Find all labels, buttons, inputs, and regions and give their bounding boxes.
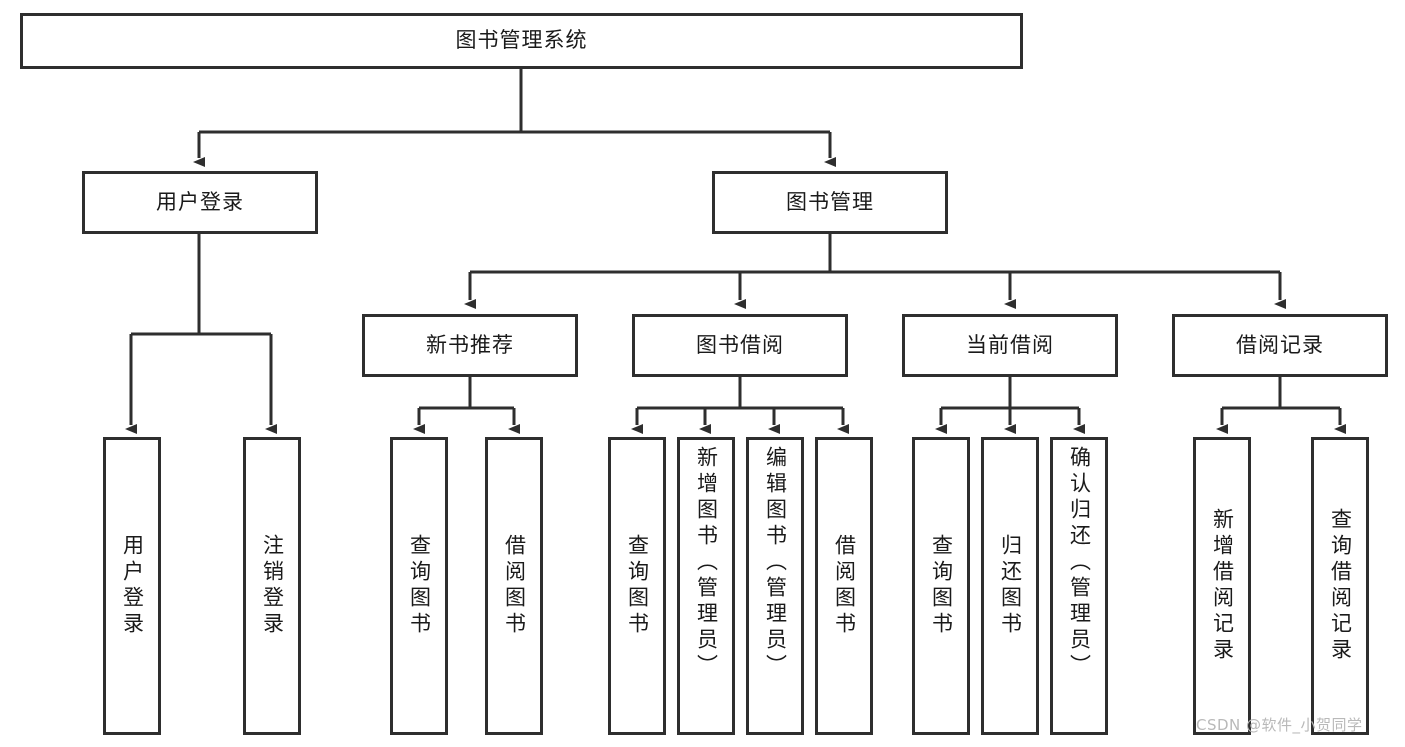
csdn-watermark: CSDN @软件_小贺同学	[1196, 716, 1363, 734]
leaf-book-borrow-query-books[interactable]: 查询图书	[608, 437, 666, 735]
leaf-borrow-record-add-record[interactable]: 新增借阅记录	[1193, 437, 1251, 735]
node-label: 图书管理系统	[455, 28, 588, 53]
node-label: 用户登录	[156, 189, 244, 214]
node-borrowing-record[interactable]: 借阅记录	[1172, 314, 1388, 377]
node-label: 查询借阅记录	[1328, 508, 1353, 664]
leaf-book-borrow-add-book-admin[interactable]: 新增图书（管理员）	[677, 437, 735, 735]
node-label: 借阅记录	[1236, 332, 1324, 357]
node-label: 注销登录	[260, 534, 285, 638]
leaf-user-login-logout[interactable]: 注销登录	[243, 437, 301, 735]
node-label: 查询图书	[407, 534, 432, 638]
node-label: 新书推荐	[426, 332, 514, 357]
leaf-current-borrow-confirm-return-admin[interactable]: 确认归还（管理员）	[1050, 437, 1108, 735]
node-current-borrowing[interactable]: 当前借阅	[902, 314, 1118, 377]
node-label: 当前借阅	[966, 332, 1054, 357]
leaf-borrow-record-query-record[interactable]: 查询借阅记录	[1311, 437, 1369, 735]
leaf-book-borrow-edit-book-admin[interactable]: 编辑图书（管理员）	[746, 437, 804, 735]
node-label: 用户登录	[120, 534, 145, 638]
node-book-management[interactable]: 图书管理	[712, 171, 948, 234]
leaf-new-book-query-books[interactable]: 查询图书	[390, 437, 448, 735]
leaf-user-login-login[interactable]: 用户登录	[103, 437, 161, 735]
leaf-current-borrow-query-books[interactable]: 查询图书	[912, 437, 970, 735]
node-label: 查询图书	[929, 534, 954, 638]
node-book-borrowing[interactable]: 图书借阅	[632, 314, 848, 377]
node-label: 图书管理	[786, 189, 874, 214]
node-label: 新增图书（管理员）	[694, 446, 719, 680]
leaf-book-borrow-borrow-books[interactable]: 借阅图书	[815, 437, 873, 735]
leaf-current-borrow-return-books[interactable]: 归还图书	[981, 437, 1039, 735]
node-user-login[interactable]: 用户登录	[82, 171, 318, 234]
node-label: 查询图书	[625, 534, 650, 638]
node-label: 编辑图书（管理员）	[763, 446, 788, 680]
leaf-new-book-borrow-books[interactable]: 借阅图书	[485, 437, 543, 735]
node-label: 确认归还（管理员）	[1067, 446, 1092, 680]
node-new-book-recommendation[interactable]: 新书推荐	[362, 314, 578, 377]
node-label: 归还图书	[998, 534, 1023, 638]
node-label: 借阅图书	[832, 534, 857, 638]
node-label: 图书借阅	[696, 332, 784, 357]
node-root-book-management-system[interactable]: 图书管理系统	[20, 13, 1023, 69]
node-label: 新增借阅记录	[1210, 508, 1235, 664]
node-label: 借阅图书	[502, 534, 527, 638]
